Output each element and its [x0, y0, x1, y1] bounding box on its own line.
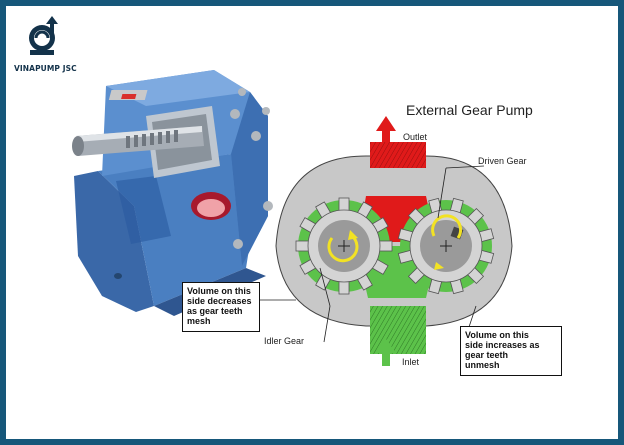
gear-pump-diagram: [260, 116, 513, 366]
idler-gear: [295, 197, 393, 295]
brand-name: VINAPUMP JSC: [14, 64, 77, 73]
left-volume-note: Volume on this side decreases as gear te…: [182, 282, 260, 332]
gear-pump-illustration: [29, 16, 513, 366]
driven-gear: [397, 197, 495, 295]
right-volume-note: Volume on this side increases as gear te…: [460, 326, 562, 376]
pump-cutaway-photo: [72, 70, 273, 316]
diagram-title: External Gear Pump: [406, 102, 533, 118]
driven-gear-label: Driven Gear: [478, 156, 527, 166]
vinapump-logo-icon: [29, 16, 58, 55]
idler-gear-label: Idler Gear: [264, 336, 305, 346]
outlet-label: Outlet: [403, 132, 428, 142]
inlet-label: Inlet: [402, 357, 420, 367]
